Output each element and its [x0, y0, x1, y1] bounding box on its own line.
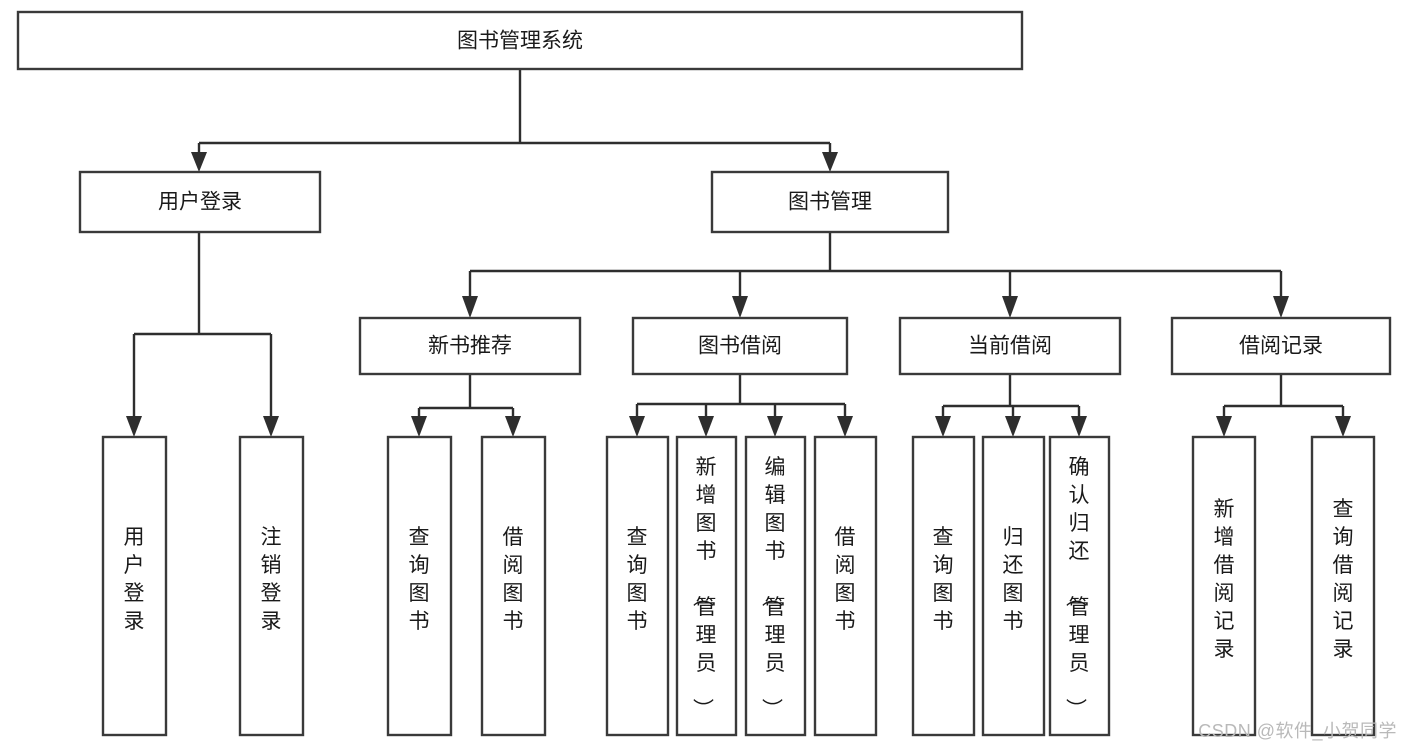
node-leaf-borrow-book[interactable]: 借阅图书	[813, 435, 878, 737]
node-leaf-confirm-return-admin-box[interactable]	[1048, 435, 1111, 737]
arrow-to-new-book-recommend	[462, 296, 478, 318]
node-leaf-query-book-borrow[interactable]: 查询图书	[605, 435, 670, 737]
arrow-to-leaf-confirm-return-admin	[1071, 416, 1087, 437]
arrow-to-leaf-query-book-current	[935, 416, 951, 437]
node-leaf-add-book-admin-label: 新增图书（管理员）	[691, 456, 717, 719]
arrow-to-leaf-borrow-book-recommend	[505, 416, 521, 437]
arrow-to-leaf-edit-book-admin	[767, 416, 783, 437]
node-leaf-query-borrow-record-label: 查询借阅记录	[1333, 498, 1354, 661]
connector-group-book-management	[462, 232, 1289, 318]
node-leaf-add-book-admin[interactable]: 新增图书（管理员）	[675, 435, 738, 737]
arrow-root-to-book-management	[822, 152, 838, 172]
node-leaf-query-borrow-record-box[interactable]	[1310, 435, 1376, 737]
arrow-to-borrow-record	[1273, 296, 1289, 318]
node-leaf-user-logout-box[interactable]	[238, 435, 305, 737]
node-leaf-user-login-box[interactable]	[101, 435, 168, 737]
node-leaf-add-borrow-record-label: 新增借阅记录	[1214, 498, 1235, 661]
node-leaf-confirm-return-admin[interactable]: 确认归还（管理员）	[1048, 435, 1111, 737]
arrow-to-current-borrow	[1002, 296, 1018, 318]
node-leaf-user-logout[interactable]: 注销登录	[238, 435, 305, 737]
node-root[interactable]: 图书管理系统	[16, 10, 1024, 71]
connector-group-borrow-record	[1216, 374, 1351, 437]
node-leaf-borrow-book-recommend-box[interactable]	[480, 435, 547, 737]
node-leaf-user-login[interactable]: 用户登录	[101, 435, 168, 737]
node-leaf-add-book-admin-box[interactable]	[675, 435, 738, 737]
connector-group-current-borrow	[935, 374, 1087, 437]
arrow-to-leaf-return-book	[1005, 416, 1021, 437]
node-borrow-record[interactable]: 借阅记录	[1170, 316, 1392, 376]
node-borrow-record-box[interactable]	[1170, 316, 1392, 376]
node-new-book-recommend-label: 新书推荐	[428, 335, 512, 358]
node-book-borrow-box[interactable]	[631, 316, 849, 376]
node-current-borrow-box[interactable]	[898, 316, 1122, 376]
node-leaf-edit-book-admin-label: 编辑图书（管理员）	[760, 456, 786, 719]
arrow-to-leaf-user-logout	[263, 416, 279, 437]
arrow-to-leaf-query-book-borrow	[629, 416, 645, 437]
node-leaf-user-logout-label: 注销登录	[261, 526, 282, 633]
node-book-management[interactable]: 图书管理	[710, 170, 950, 234]
node-leaf-add-borrow-record[interactable]: 新增借阅记录	[1191, 435, 1257, 737]
node-leaf-query-book-recommend-label: 查询图书	[409, 526, 430, 633]
arrow-to-leaf-add-borrow-record	[1216, 416, 1232, 437]
node-leaf-add-borrow-record-box[interactable]	[1191, 435, 1257, 737]
node-leaf-return-book-box[interactable]	[981, 435, 1046, 737]
arrow-to-leaf-borrow-book	[837, 416, 853, 437]
node-new-book-recommend-box[interactable]	[358, 316, 582, 376]
node-user-login-label: 用户登录	[158, 191, 242, 214]
node-leaf-query-book-recommend-box[interactable]	[386, 435, 453, 737]
connector-group-user-login	[126, 232, 279, 437]
node-leaf-query-book-borrow-box[interactable]	[605, 435, 670, 737]
node-leaf-borrow-book-recommend-label: 借阅图书	[503, 526, 524, 633]
node-borrow-record-label: 借阅记录	[1239, 335, 1323, 358]
node-leaf-query-book-current[interactable]: 查询图书	[911, 435, 976, 737]
node-leaf-borrow-book-label: 借阅图书	[835, 526, 856, 633]
arrow-to-leaf-user-login	[126, 416, 142, 437]
arrow-to-leaf-add-book-admin	[698, 416, 714, 437]
node-leaf-user-login-label: 用户登录	[124, 526, 145, 633]
node-new-book-recommend[interactable]: 新书推荐	[358, 316, 582, 376]
connector-group-book-borrow	[629, 374, 853, 437]
node-leaf-query-book-current-label: 查询图书	[933, 526, 954, 633]
node-leaf-edit-book-admin-box[interactable]	[744, 435, 807, 737]
node-leaf-confirm-return-admin-label: 确认归还（管理员）	[1064, 456, 1090, 719]
node-root-label: 图书管理系统	[457, 30, 583, 53]
node-leaf-return-book-label: 归还图书	[1003, 526, 1024, 633]
arrow-to-book-borrow	[732, 296, 748, 318]
node-user-login[interactable]: 用户登录	[78, 170, 322, 234]
node-leaf-return-book[interactable]: 归还图书	[981, 435, 1046, 737]
node-leaf-query-borrow-record[interactable]: 查询借阅记录	[1310, 435, 1376, 737]
node-current-borrow[interactable]: 当前借阅	[898, 316, 1122, 376]
node-user-login-box[interactable]	[78, 170, 322, 234]
connector-group-root	[191, 69, 838, 172]
connector-group-new-book-recommend	[411, 374, 521, 437]
node-book-management-box[interactable]	[710, 170, 950, 234]
node-book-borrow-label: 图书借阅	[698, 335, 782, 358]
arrow-to-leaf-query-borrow-record	[1335, 416, 1351, 437]
node-root-box[interactable]	[16, 10, 1024, 71]
node-leaf-query-book-recommend[interactable]: 查询图书	[386, 435, 453, 737]
node-leaf-edit-book-admin[interactable]: 编辑图书（管理员）	[744, 435, 807, 737]
arrow-root-to-user-login	[191, 152, 207, 172]
node-leaf-query-book-borrow-label: 查询图书	[627, 526, 648, 633]
node-current-borrow-label: 当前借阅	[968, 335, 1052, 358]
node-book-borrow[interactable]: 图书借阅	[631, 316, 849, 376]
node-leaf-borrow-book-box[interactable]	[813, 435, 878, 737]
arrow-to-leaf-query-book-recommend	[411, 416, 427, 437]
node-book-management-label: 图书管理	[788, 191, 872, 214]
node-leaf-borrow-book-recommend[interactable]: 借阅图书	[480, 435, 547, 737]
node-leaf-query-book-current-box[interactable]	[911, 435, 976, 737]
